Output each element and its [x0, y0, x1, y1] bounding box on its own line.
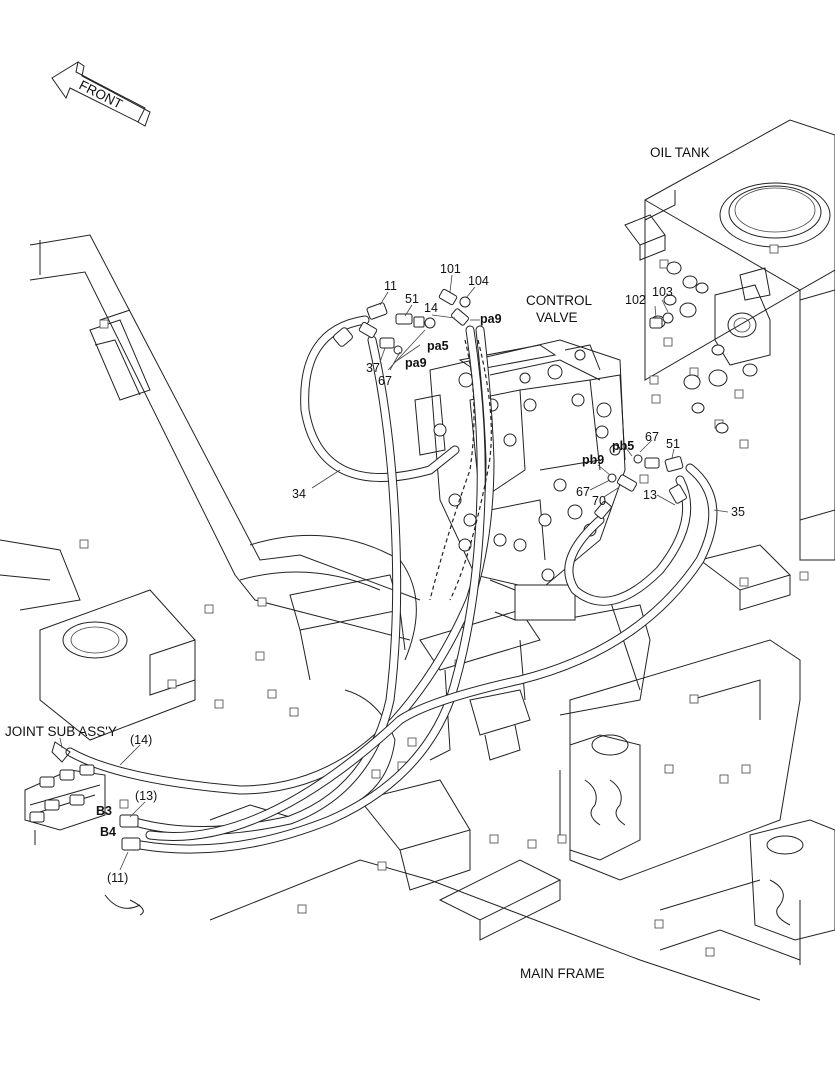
hydraulic-hoses	[65, 315, 718, 854]
callout-67-low: 67	[576, 485, 590, 499]
callout-51-right: 51	[666, 437, 680, 451]
callout-pa9-top: pa9	[480, 312, 502, 326]
callout-hose-11: (11)	[107, 871, 128, 885]
assembly-labels: OIL TANK CONTROL VALVE JOINT SUB ASS'Y M…	[5, 145, 710, 981]
callout-67-right: 67	[645, 430, 659, 444]
hose-fittings	[24, 288, 687, 851]
callout-101: 101	[440, 262, 461, 276]
callout-70: 70	[592, 494, 606, 508]
callout-104: 104	[468, 274, 489, 288]
callout-pa9-low: pa9	[405, 356, 427, 370]
part-callouts: 101 104 11 51 14 pa9 pa5 pa9 37 67 102 1…	[96, 262, 745, 885]
callout-51-top: 51	[405, 292, 419, 306]
callout-hose-13: (13)	[135, 789, 157, 803]
callout-pb5: pb5	[612, 439, 634, 453]
callout-13: 13	[643, 488, 657, 502]
callout-37: 37	[366, 361, 380, 375]
callout-B3: B3	[96, 804, 112, 818]
callout-35: 35	[731, 505, 745, 519]
callout-hose-14: (14)	[130, 733, 152, 747]
callout-103: 103	[652, 285, 673, 299]
callout-11: 11	[384, 279, 397, 293]
callout-pb9: pb9	[582, 453, 604, 467]
callout-14: 14	[424, 301, 438, 315]
front-direction-arrow: FRONT	[51, 60, 151, 127]
callout-pa5: pa5	[427, 339, 449, 353]
main-frame-label: MAIN FRAME	[520, 966, 605, 981]
joint-sub-assy-label: JOINT SUB ASS'Y	[5, 724, 117, 739]
callout-B4: B4	[100, 825, 116, 839]
control-valve-label-line2: VALVE	[536, 310, 578, 325]
leader-lines	[59, 274, 729, 871]
frame-bolt-markers	[79, 244, 809, 957]
callout-34: 34	[292, 487, 306, 501]
main-frame-structure	[0, 119, 835, 1001]
control-valve-block	[414, 339, 626, 621]
callout-102: 102	[625, 293, 646, 307]
oil-tank-label: OIL TANK	[650, 145, 710, 160]
callout-67-top: 67	[378, 374, 392, 388]
control-valve-label-line1: CONTROL	[526, 293, 592, 308]
